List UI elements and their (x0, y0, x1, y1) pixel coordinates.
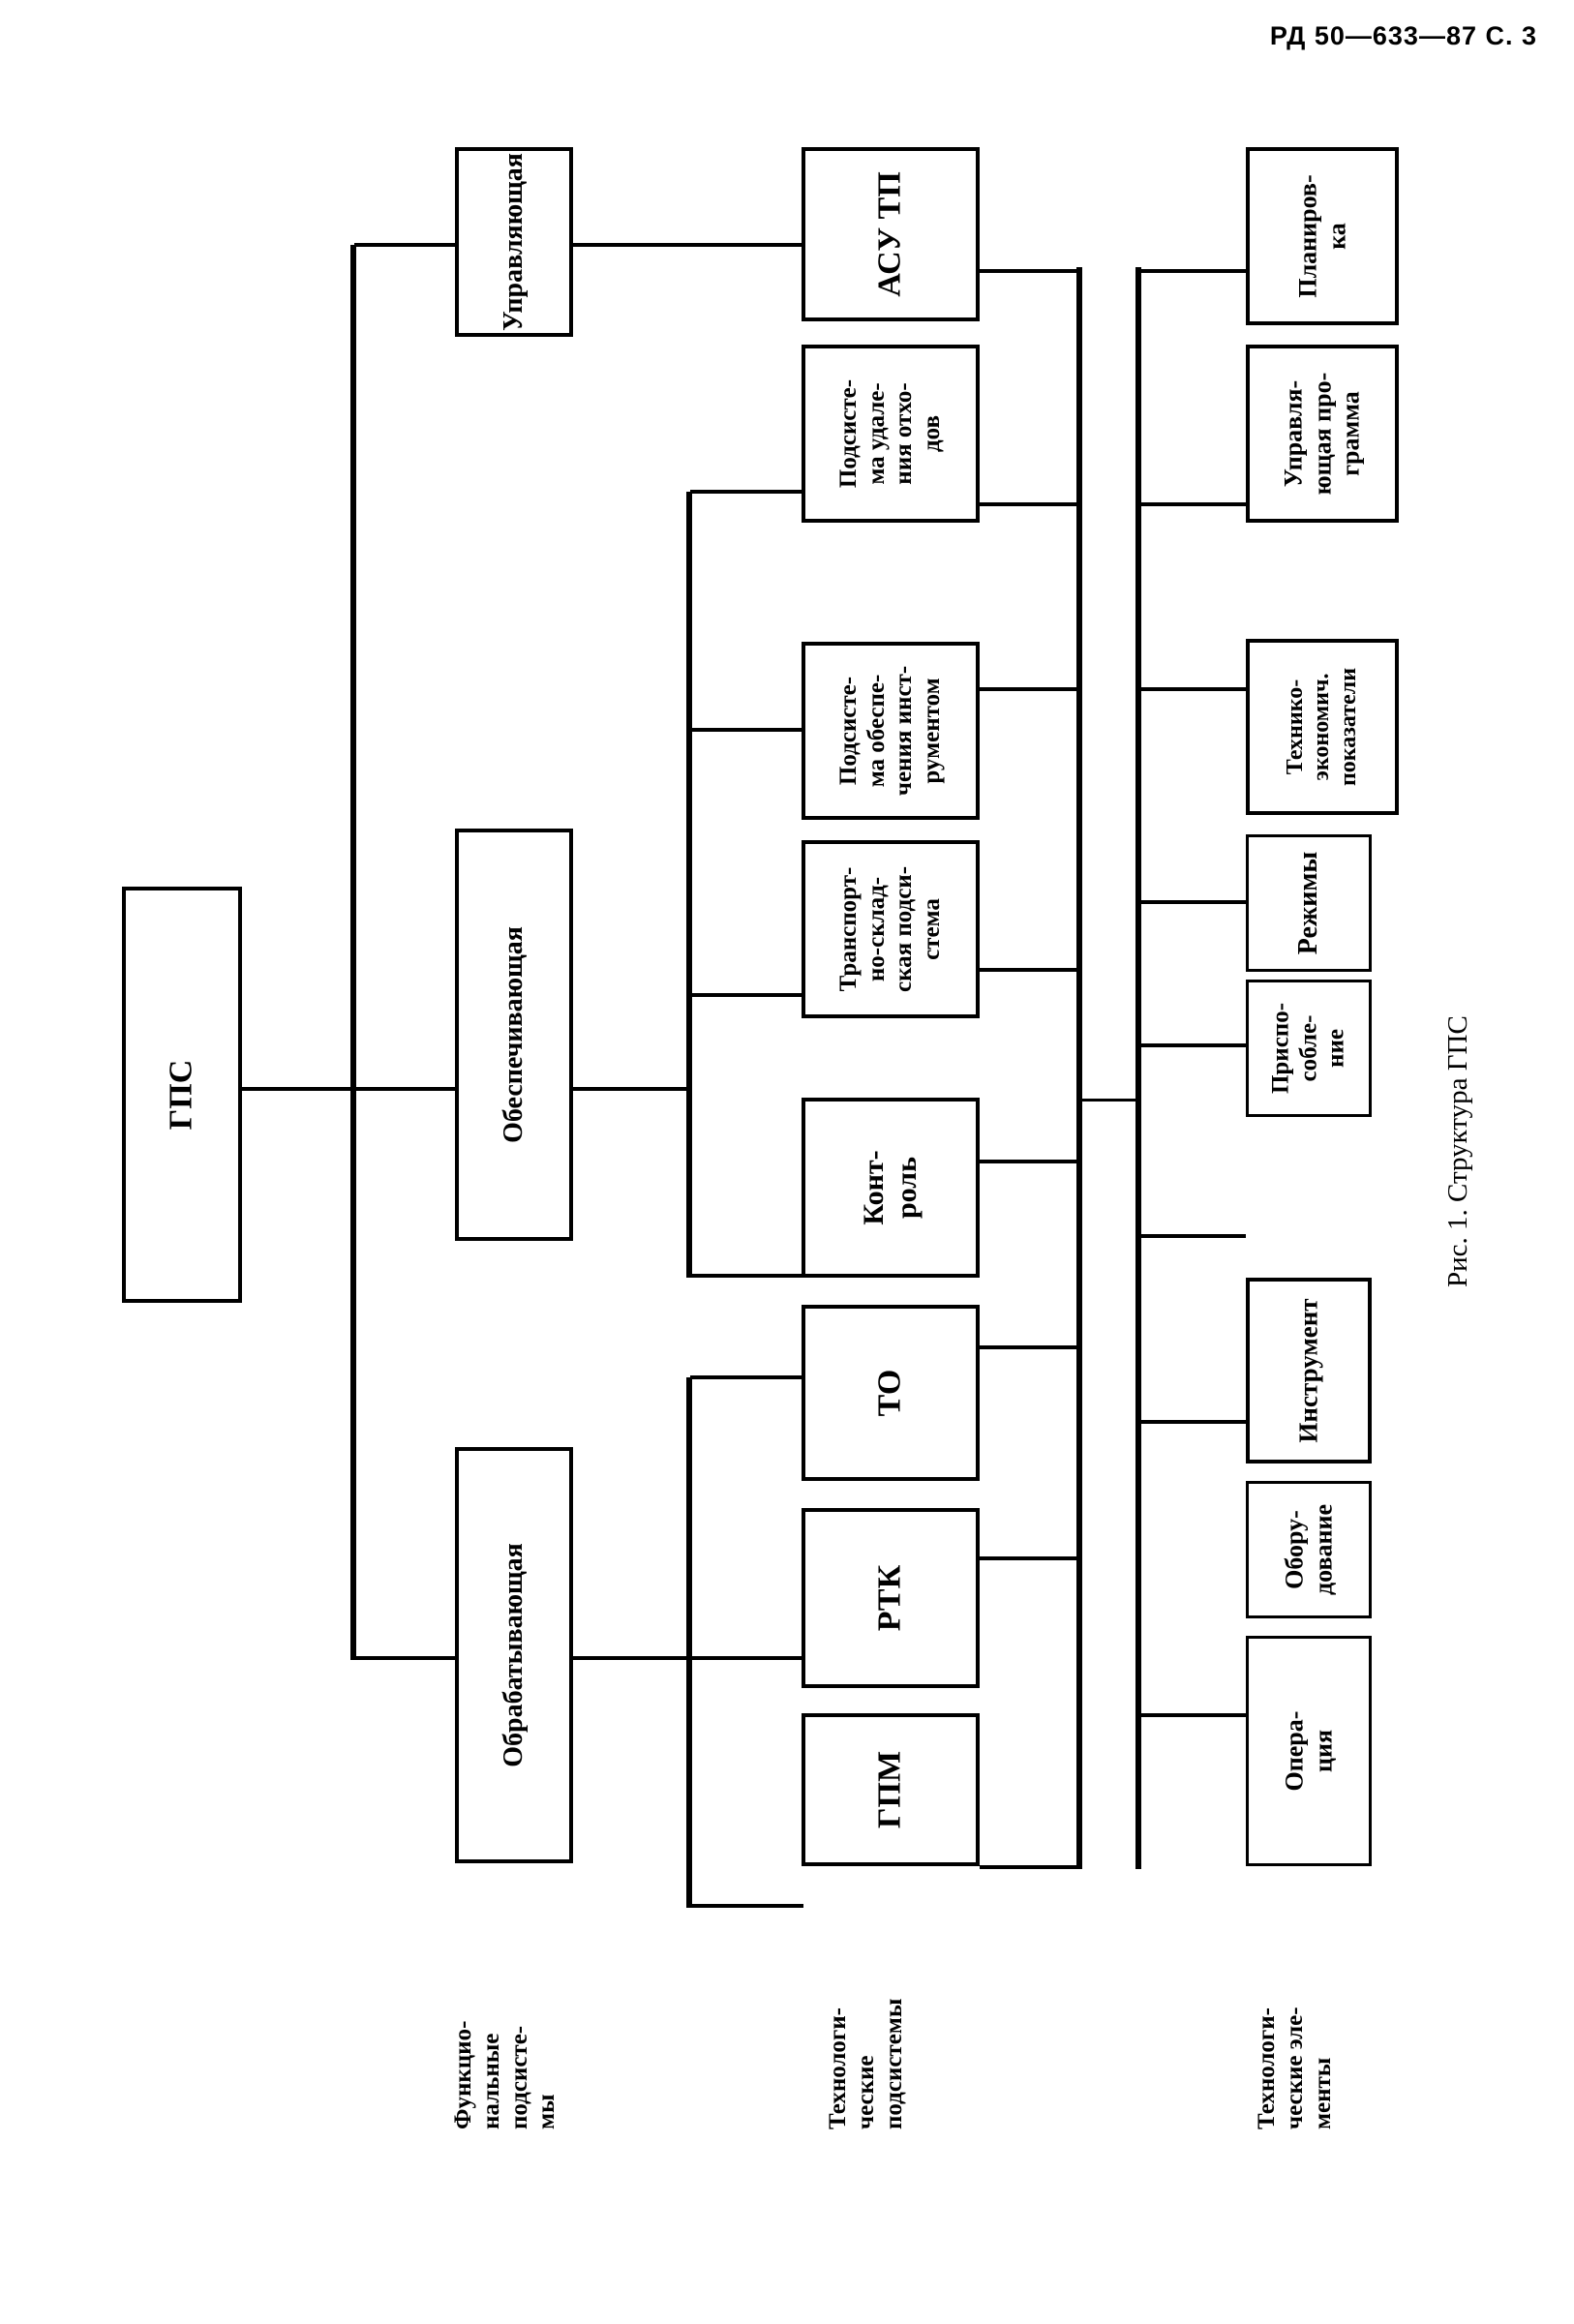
connector-distributor-to-rezhimy (1139, 900, 1246, 904)
node-obrabatyvayushchaya: Обрабатывающая (455, 1447, 573, 1863)
node-rtk: РТК (802, 1508, 980, 1688)
node-operaciya-label: Опера- ция (1280, 1710, 1337, 1792)
node-kontrol-label: Конт- роль (857, 1150, 923, 1225)
node-obrabatyvayushchaya-label: Обрабатывающая (499, 1543, 530, 1767)
node-gps-label: ГПС (163, 1059, 199, 1131)
connector-distributor-to-instrument (1139, 1234, 1246, 1238)
node-podsistema-udaleniya-othodov: Подсисте- ма удале- ния отхо- дов (802, 345, 980, 523)
trunk-obespechivayushchaya (686, 492, 692, 1278)
node-instrument: Инструмент (1246, 1278, 1372, 1464)
node-transportno-skladskaya-podsistema-label: Транспорт- но-склад- ская подси- стема (835, 865, 945, 993)
node-upravlyayushchaya-label: Управляющая (499, 153, 530, 331)
node-rezhimy: Режимы (1246, 834, 1372, 972)
connector-upravlyayushchaya-to-asutp (573, 243, 802, 247)
connector-fanout-to-kontrol (690, 1274, 803, 1278)
node-obespechivayushchaya-label: Обеспечивающая (499, 926, 530, 1143)
node-podsistema-obespecheniya-instrumentom-label: Подсисте- ма обеспе- чения инст- рументо… (835, 665, 945, 797)
connector-podsistema-instrument-to-collector (980, 687, 1080, 691)
connector-distributor-to-upravlyayushchaya-programma (1139, 502, 1246, 506)
trunk-level3-distributor (1135, 267, 1141, 1869)
node-upravlyayushchaya-programma-label: Управля- ющая про- грамма (1279, 372, 1365, 496)
row-caption-technological-elements: Технологи- ческие эле- менты (1254, 2007, 1336, 2129)
node-oborudovanie: Обору- дование (1246, 1481, 1372, 1618)
node-upravlyayushchaya-programma: Управля- ющая про- грамма (1246, 345, 1399, 523)
connector-trunk-to-obespechivayushchaya (354, 1087, 457, 1091)
node-prisposoblenie-label: Приспо- собле- ние (1267, 1002, 1349, 1095)
connector-podsistema-othodov-to-collector (980, 502, 1080, 506)
connector-kontrol-to-collector (980, 1160, 1080, 1163)
node-rezhimy-label: Режимы (1293, 851, 1324, 955)
document-reference-header: РД 50—633—87 С. 3 (1269, 21, 1537, 50)
node-obespechivayushchaya: Обеспечивающая (455, 829, 573, 1241)
row-caption-technological-subsystems: Технологи- ческие подсистемы (825, 1998, 907, 2129)
trunk-level2-collector (1076, 267, 1082, 1869)
node-to: ТО (802, 1305, 980, 1481)
connector-obespechivayushchaya-to-fanout (573, 1087, 691, 1091)
connector-to-to-collector (980, 1345, 1080, 1349)
connector-transportno-skladskaya-to-collector (980, 968, 1080, 972)
node-instrument-label: Инструмент (1293, 1298, 1323, 1443)
connector-distributor-to-planirovka (1139, 269, 1246, 273)
connector-trunk-to-obrabatyvayushchaya (354, 1656, 457, 1660)
connector-distributor-to-operaciya (1139, 1713, 1246, 1717)
connector-asu-tp-to-collector (980, 269, 1080, 273)
node-rtk-label: РТК (871, 1564, 908, 1632)
node-gps: ГПС (122, 887, 242, 1303)
connector-distributor-to-prisposoblenie (1139, 1043, 1246, 1047)
connector-rtk-to-collector (980, 1556, 1080, 1560)
node-asu-tp: АСУ ТП (802, 147, 980, 321)
node-to-label: ТО (871, 1369, 908, 1417)
connector-distributor-to-oborudovanie (1139, 1420, 1246, 1424)
connector-fanout-to-podsistema-instrument (690, 728, 803, 732)
node-oborudovanie-label: Обору- дование (1280, 1503, 1337, 1596)
connector-distributor-to-tehniko-ekonomich (1139, 687, 1246, 691)
node-gpm: ГПМ (802, 1713, 980, 1866)
connector-gpm-to-collector (980, 1865, 1080, 1869)
connector-fanout-to-transportno-skladskaya (690, 993, 803, 997)
node-tehniko-ekonomich-pokazateli-label: Технико- экономич. показатели (1282, 667, 1361, 787)
connector-fanout-to-podsistema-othodov (690, 490, 803, 494)
connector-fanout-to-to (690, 1375, 803, 1379)
node-gpm-label: ГПМ (871, 1750, 908, 1829)
node-tehniko-ekonomich-pokazateli: Технико- экономич. показатели (1246, 639, 1399, 815)
connector-gps-to-trunk (242, 1087, 354, 1091)
trunk-level1 (350, 245, 356, 1660)
node-podsistema-udaleniya-othodov-label: Подсисте- ма удале- ния отхо- дов (835, 378, 945, 489)
trunk-obrabatyvayushchaya (686, 1377, 692, 1908)
connector-fanout-to-rtk (690, 1656, 803, 1660)
node-upravlyayushchaya: Управляющая (455, 147, 573, 337)
node-podsistema-obespecheniya-instrumentom: Подсисте- ма обеспе- чения инст- рументо… (802, 642, 980, 820)
connector-collector-to-distributor (1080, 1099, 1140, 1102)
node-transportno-skladskaya-podsistema: Транспорт- но-склад- ская подси- стема (802, 840, 980, 1018)
node-planirovka: Планиров- ка (1246, 147, 1399, 325)
row-caption-functional-subsystems: Функцио- нальные подсисте- мы (450, 2020, 560, 2129)
connector-trunk-to-upravlyayushchaya (354, 243, 457, 247)
connector-fanout-to-gpm (690, 1904, 803, 1908)
connector-obrabatyvayushchaya-to-fanout (573, 1656, 691, 1660)
node-operaciya: Опера- ция (1246, 1636, 1372, 1866)
node-planirovka-label: Планиров- ка (1293, 174, 1350, 298)
node-kontrol: Конт- роль (802, 1098, 980, 1278)
node-asu-tp-label: АСУ ТП (871, 171, 908, 297)
node-prisposoblenie: Приспо- собле- ние (1246, 980, 1372, 1117)
figure-caption: Рис. 1. Структура ГПС (1442, 1015, 1473, 1287)
